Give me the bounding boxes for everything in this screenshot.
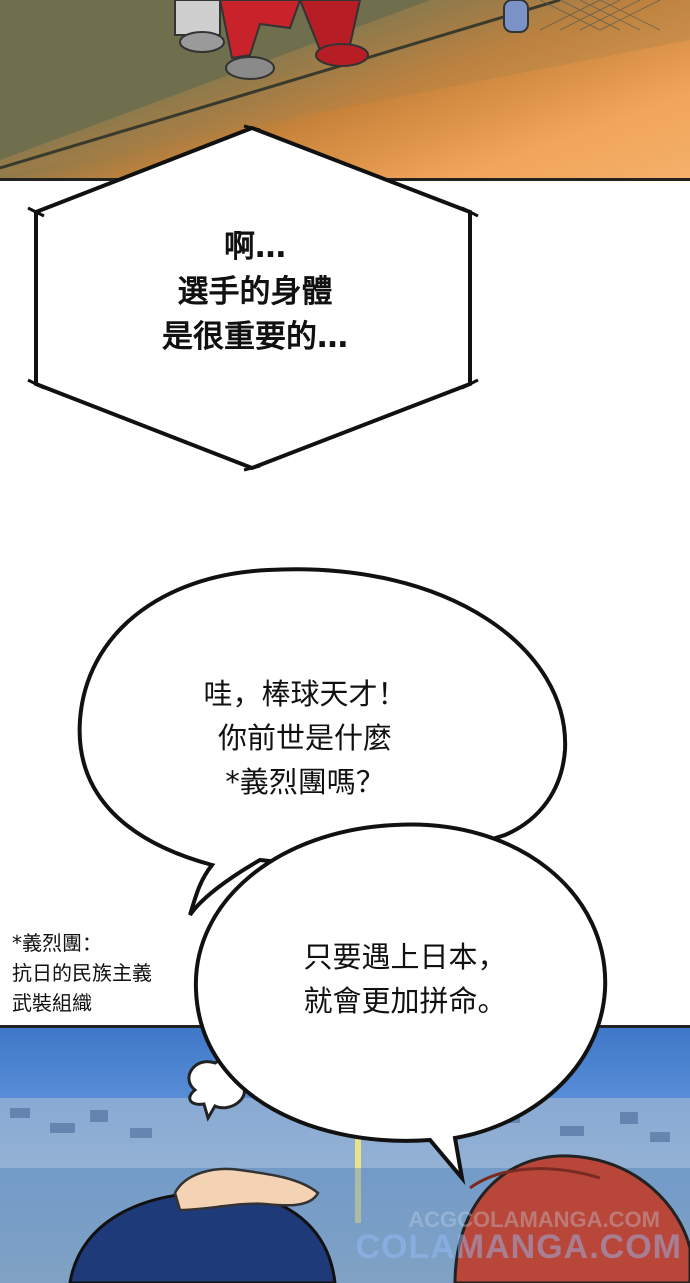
footnote-line-1: *義烈團： — [12, 931, 102, 955]
red-player-shoe-left — [225, 56, 275, 80]
narration-line-2: 選手的身體 — [177, 274, 333, 310]
bubble-2-line-2: 就會更加拼命。 — [303, 984, 507, 1018]
narration-line-3: 是很重要的… — [162, 319, 348, 355]
bottle — [503, 0, 529, 33]
watermark-ghost-text: ACGCOLAMANGA.COM — [408, 1207, 660, 1232]
red-player-shoe-right — [315, 43, 369, 67]
red-pants-left — [218, 0, 302, 60]
watermark-text: COLAMANGA.COM — [355, 1228, 682, 1266]
footnote-line-3: 武裝組織 — [12, 991, 92, 1015]
floor-scene — [0, 0, 690, 175]
left-shoe — [179, 31, 225, 53]
bubble-2-text: 只要遇上日本， 就會更加拼命。 — [255, 935, 555, 1023]
bubble-1-line-2: 你前世是什麼 — [217, 721, 392, 755]
narration-line-1: 啊… — [224, 229, 286, 265]
footnote-line-2: 抗日的民族主義 — [12, 961, 152, 985]
bubble-1-line-1: 哇，棒球天才！ — [203, 677, 407, 711]
left-leg-grey — [174, 0, 221, 36]
bubble-1-line-3: *義烈團嗎？ — [225, 765, 385, 799]
narration-text: 啊… 選手的身體 是很重要的… — [115, 225, 395, 360]
bubble-1-text: 哇，棒球天才！ 你前世是什麼 *義烈團嗎？ — [150, 672, 460, 804]
bubble-2-line-1: 只要遇上日本， — [303, 940, 507, 974]
top-panel-illustration — [0, 0, 690, 181]
fence-net — [539, 0, 661, 31]
footnote: *義烈團： 抗日的民族主義 武裝組織 — [12, 928, 152, 1018]
